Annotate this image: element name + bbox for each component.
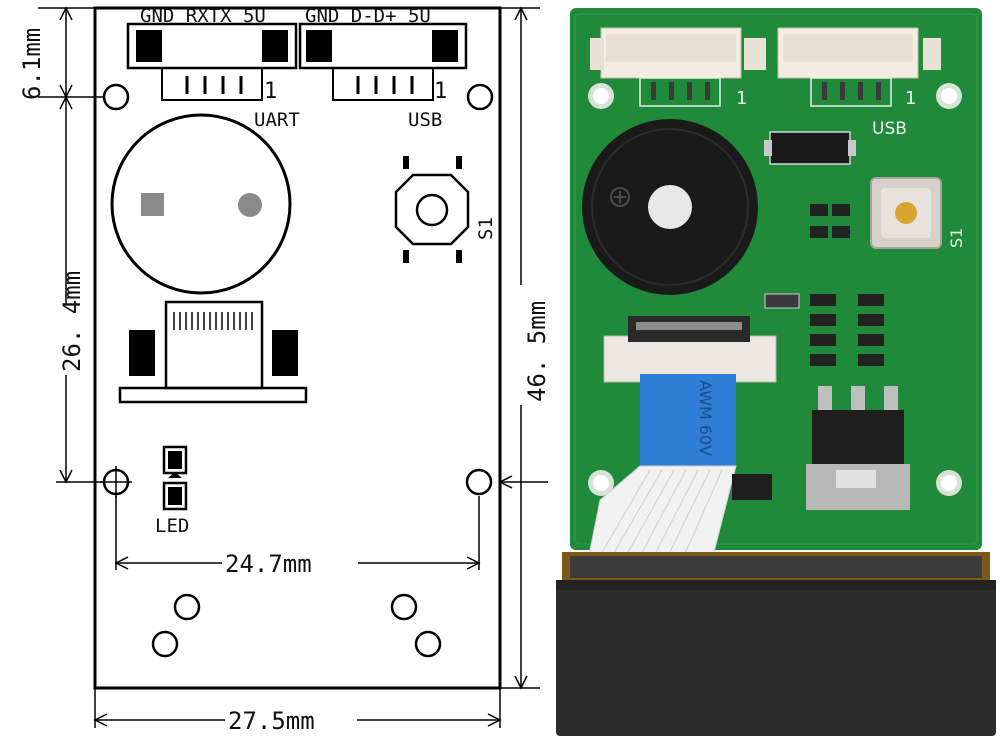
- uart-label: UART: [254, 109, 300, 131]
- usb-pad-left: [306, 30, 332, 62]
- dim-total-height: [498, 6, 548, 690]
- dim-hole-spacing-vertical: [56, 95, 104, 484]
- uart-header-outline: [161, 67, 263, 101]
- switch-label: S1: [475, 217, 497, 240]
- bottom-hole-3: [390, 593, 418, 621]
- dim-total-width: [93, 688, 502, 728]
- photo-switch-silk: S1: [947, 228, 966, 248]
- ffc-latch: [118, 386, 308, 404]
- uart-pad-right: [262, 30, 288, 62]
- usb-label: USB: [408, 109, 442, 131]
- photo-smd-components: [764, 204, 884, 366]
- photo-pin1-left: 1: [736, 88, 747, 109]
- bottom-hole-1: [173, 593, 201, 621]
- mount-hole-bottom-right: [465, 468, 493, 496]
- photo-ribbon-cable-blue: [640, 374, 736, 466]
- usb-pin-labels: GND D-D+ 5U: [305, 5, 431, 27]
- dim-hole-spacing-horizontal: [114, 496, 481, 570]
- dimension-drawing: GND RXTX 5U GND D-D+ 5U 1 UART 1 USB: [18, 5, 551, 735]
- uart-pad-left: [136, 30, 162, 62]
- module-photo: 1 1 USB S1: [556, 8, 996, 736]
- buzzer-outline: [110, 113, 292, 295]
- photo-usb-silk: USB: [872, 119, 907, 139]
- photo-diode: [769, 131, 851, 165]
- board-outline: [93, 6, 502, 690]
- photo-pin1-right: 1: [905, 88, 916, 109]
- photo-cable-text: AWM 60V: [696, 380, 715, 456]
- uart-pin1-marker: 1: [264, 79, 277, 104]
- buzzer-pad-square: [141, 193, 164, 216]
- dim-top-margin-label: 6.1mm: [18, 28, 46, 100]
- photo-regulator-body: [812, 410, 904, 464]
- led-pad-bottom: [162, 481, 188, 511]
- bottom-hole-2: [151, 630, 179, 658]
- bottom-hole-4: [414, 630, 442, 658]
- mount-hole-top-left: [102, 83, 130, 111]
- photo-scanner-block: [556, 580, 996, 736]
- switch-actuator: [415, 193, 449, 227]
- dim-hole-spacing-vertical-label: 26. 4mm: [58, 271, 86, 372]
- usb-pad-right: [432, 30, 458, 62]
- switch-outline: [394, 173, 470, 246]
- usb-pin1-marker: 1: [434, 79, 447, 104]
- mount-hole-top-right: [466, 83, 494, 111]
- usb-header-outline: [332, 67, 434, 101]
- dim-total-width-label: 27.5mm: [228, 707, 315, 735]
- dim-total-height-label: 46. 5mm: [523, 301, 551, 402]
- dim-hole-spacing-horizontal-label: 24.7mm: [225, 550, 312, 578]
- buzzer-pad-round: [238, 193, 262, 217]
- ffc-pad-left: [129, 330, 155, 376]
- uart-pin-labels: GND RXTX 5U: [140, 5, 266, 27]
- led-label: LED: [155, 515, 189, 537]
- ffc-pad-right: [272, 330, 298, 376]
